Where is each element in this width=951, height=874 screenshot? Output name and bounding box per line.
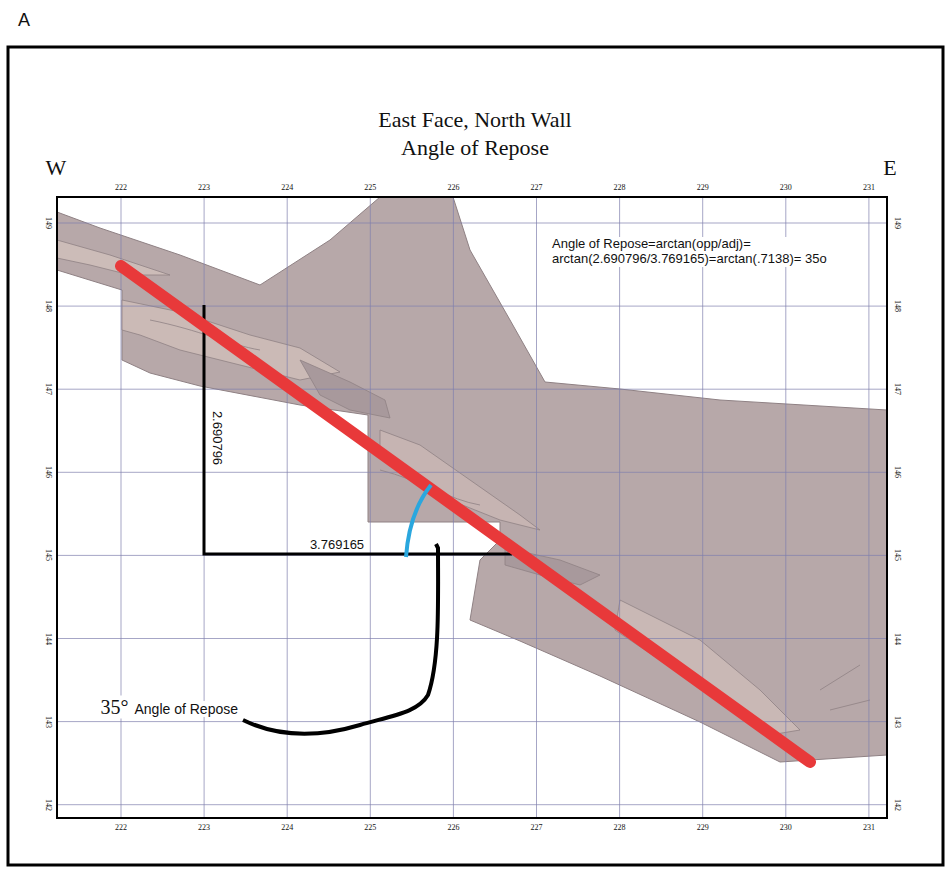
panel-letter: A (18, 10, 30, 31)
tick-label: 147 (43, 383, 52, 395)
slope-line (121, 266, 810, 762)
tick-label: 227 (531, 183, 543, 192)
tick-label: 231 (863, 183, 875, 192)
outer-frame (8, 47, 943, 865)
tick-label: 222 (115, 183, 127, 192)
tick-label: 144 (43, 633, 52, 645)
tick-label: 149 (43, 217, 52, 229)
grid-line (57, 804, 887, 805)
tick-label: 231 (863, 823, 875, 832)
tick-label: 224 (281, 823, 293, 832)
tick-label: 144 (892, 633, 901, 645)
tick-label: 227 (531, 823, 543, 832)
tick-label: 223 (198, 823, 210, 832)
tick-label: 228 (614, 823, 626, 832)
grid-line (57, 389, 887, 390)
tick-label: 224 (281, 183, 293, 192)
grid-line (868, 197, 869, 818)
tick-label: 223 (198, 183, 210, 192)
direction-label: W (46, 155, 67, 180)
rock-band (615, 600, 800, 735)
direction-label: E (883, 155, 896, 180)
grid-line (121, 197, 122, 818)
tick-label: 145 (892, 549, 901, 561)
grid-line (57, 472, 887, 473)
grid-line (370, 197, 371, 818)
grid-line (536, 197, 537, 818)
rock-band (57, 240, 170, 275)
grid-line (702, 197, 703, 818)
tick-label: 142 (43, 799, 52, 811)
dimension-label: 3.769165 (308, 538, 366, 553)
angle-value: 35° (100, 696, 128, 719)
tick-label: 225 (364, 823, 376, 832)
tick-label: 148 (892, 300, 901, 312)
tick-label: 230 (780, 183, 792, 192)
tick-label: 148 (43, 300, 52, 312)
tick-label: 143 (43, 716, 52, 728)
tick-label: 222 (115, 823, 127, 832)
grid (57, 197, 887, 818)
tick-label: 145 (43, 549, 52, 561)
grid-line (619, 197, 620, 818)
tick-label: 226 (447, 823, 459, 832)
tick-label: 230 (780, 823, 792, 832)
tick-label: 142 (892, 799, 901, 811)
dimension-label: 2.690796 (210, 411, 225, 465)
tick-label: 146 (892, 466, 901, 478)
map-title: East Face, North Wall Angle of Repose (355, 106, 595, 161)
grid-line (57, 223, 887, 224)
tick-label: 143 (892, 716, 901, 728)
grid-line (785, 197, 786, 818)
leader-curve (243, 544, 438, 734)
tick-label: 228 (614, 183, 626, 192)
contact-line (150, 320, 870, 710)
tick-label: 225 (364, 183, 376, 192)
rock-unit (57, 197, 887, 762)
angle-label: Angle of Repose (134, 701, 238, 717)
tick-label: 149 (892, 217, 901, 229)
plot-frame (57, 197, 887, 818)
tick-label: 146 (43, 466, 52, 478)
angle-arc (406, 485, 431, 557)
tick-label: 229 (697, 823, 709, 832)
calculation-note: Angle of Repose=arctan(opp/adj)= arctan(… (552, 237, 852, 267)
tick-label: 229 (697, 183, 709, 192)
grid-line (57, 638, 887, 639)
tick-label: 147 (892, 383, 901, 395)
tick-label: 226 (447, 183, 459, 192)
grid-line (287, 197, 288, 818)
